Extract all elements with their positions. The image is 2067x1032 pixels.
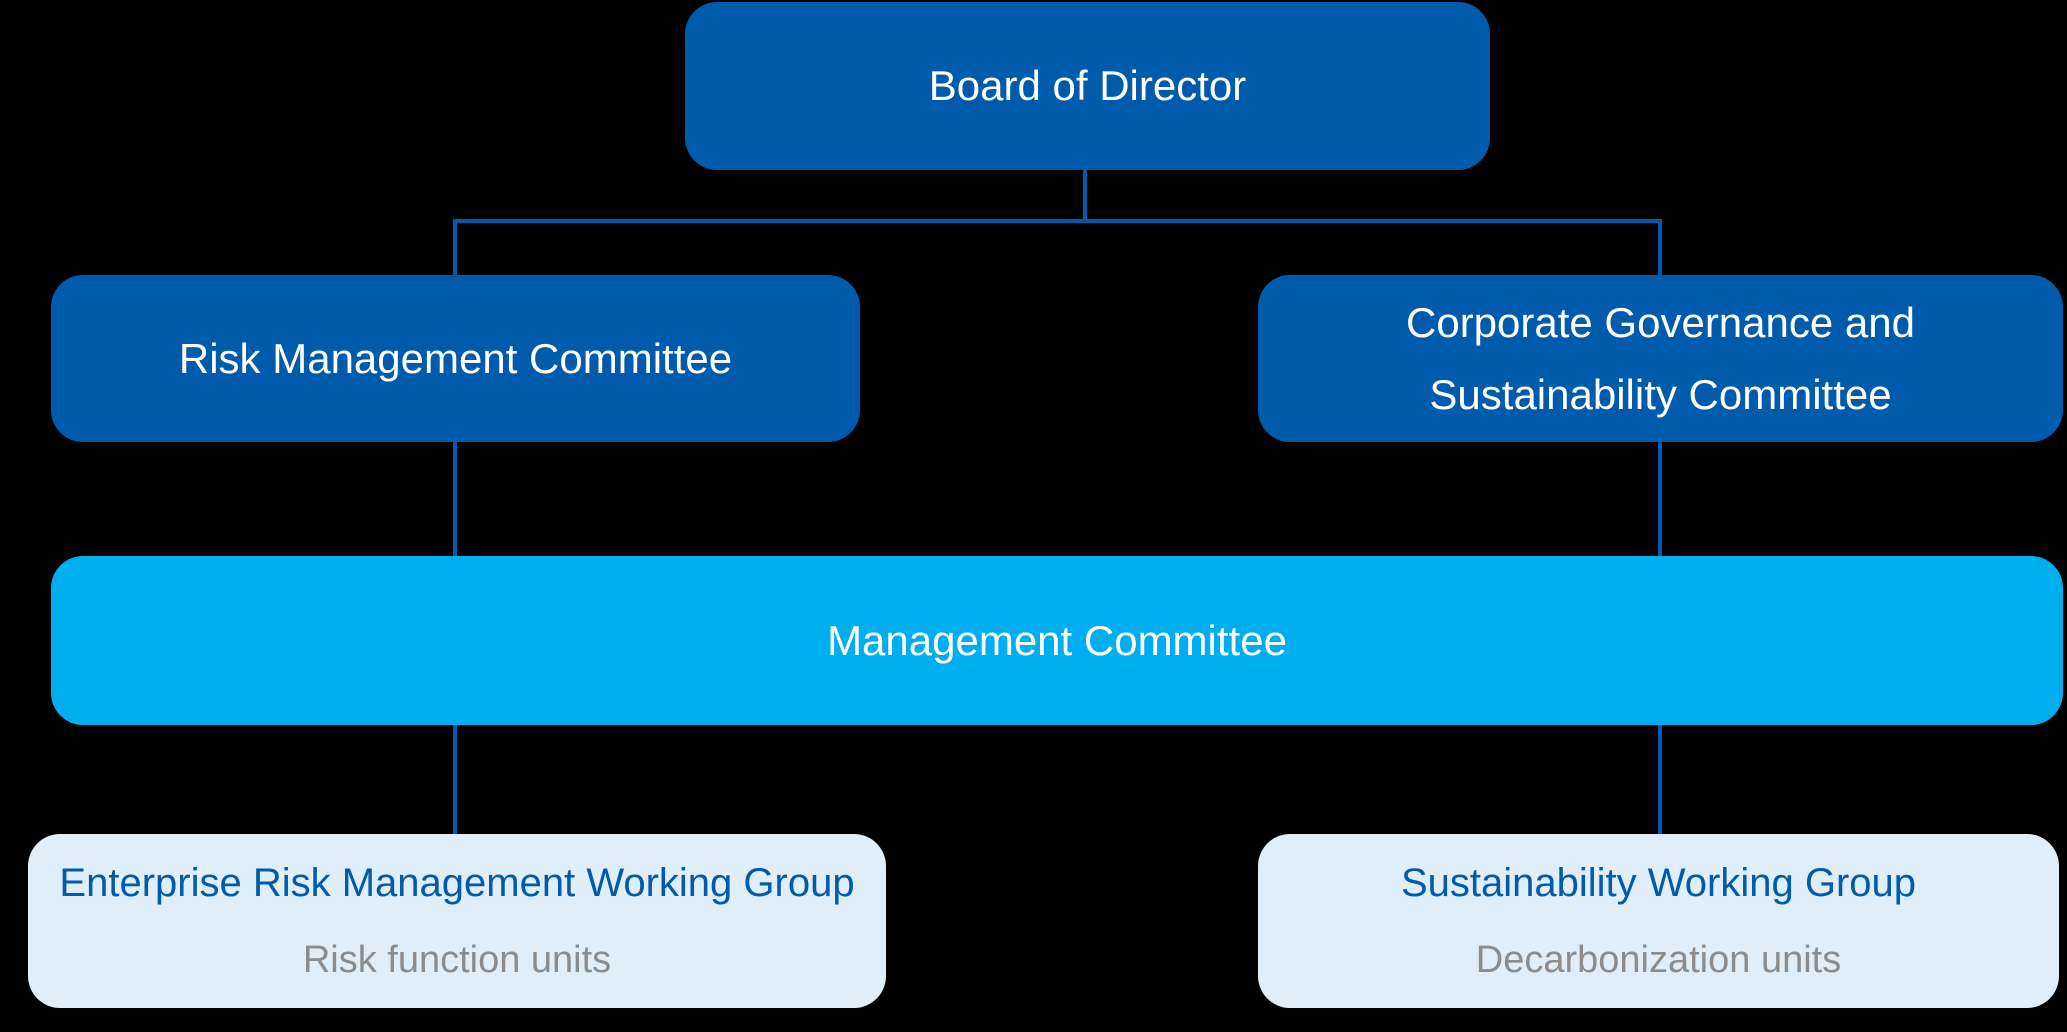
node-management-committee-label: Management Committee — [827, 616, 1287, 664]
node-board-of-director-label: Board of Director — [928, 62, 1247, 109]
node-board-of-director: Board of Director — [685, 2, 1490, 170]
node-governance-sustainability-committee-label-line1: Corporate Governance and — [1406, 298, 1915, 346]
node-management-committee: Management Committee — [51, 556, 2063, 725]
node-sustainability-working-group-subtitle: Decarbonization units — [1475, 939, 1842, 981]
node-sustainability-working-group: Sustainability Working Group Decarboniza… — [1258, 834, 2059, 1008]
connector-left-branch — [453, 219, 457, 836]
connector-branch-horizontal — [453, 219, 1662, 223]
node-governance-sustainability-committee: Corporate Governance and Sustainability … — [1258, 275, 2063, 442]
connector-board-to-branch — [1083, 168, 1087, 223]
node-sustainability-working-group-title: Sustainability Working Group — [1400, 861, 1917, 905]
connector-right-branch — [1658, 219, 1662, 836]
node-risk-management-committee-label: Risk Management Committee — [178, 334, 733, 382]
node-enterprise-risk-management-working-group: Enterprise Risk Management Working Group… — [28, 834, 886, 1008]
node-risk-management-committee: Risk Management Committee — [51, 275, 860, 442]
node-enterprise-risk-management-working-group-title: Enterprise Risk Management Working Group — [59, 861, 855, 905]
node-enterprise-risk-management-working-group-subtitle: Risk function units — [302, 939, 612, 981]
node-governance-sustainability-committee-label-line2: Sustainability Committee — [1429, 370, 1892, 418]
